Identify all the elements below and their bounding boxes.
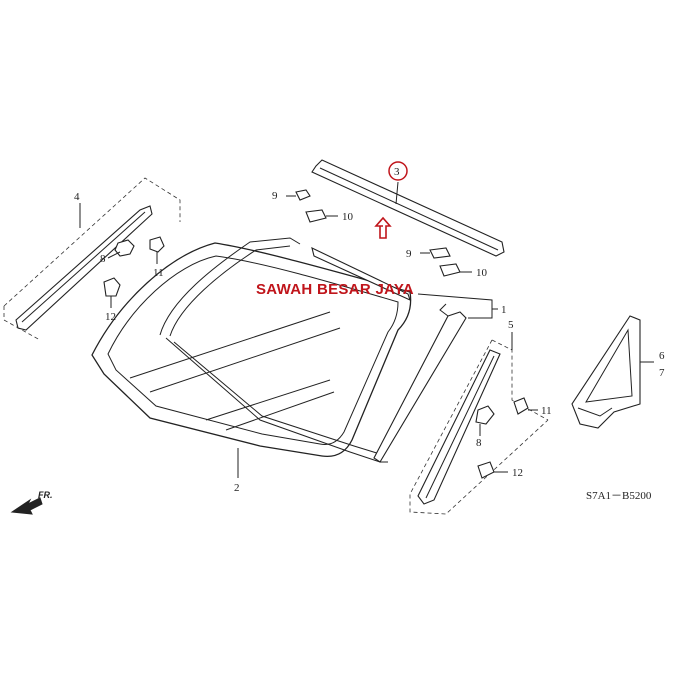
label-2: 2 bbox=[234, 482, 240, 494]
label-3: 3 bbox=[394, 166, 400, 178]
label-12-left: 12 bbox=[105, 311, 116, 323]
label-5: 5 bbox=[508, 319, 514, 331]
quarter-glass-pane bbox=[585, 328, 633, 403]
dam-rubber-group bbox=[159, 237, 498, 463]
label-10-lower: 10 bbox=[476, 267, 488, 279]
roof-molding-group bbox=[286, 159, 505, 277]
label-7: 7 bbox=[659, 367, 665, 379]
label-9-lower: 9 bbox=[406, 248, 412, 260]
left-pillar-group bbox=[3, 177, 181, 341]
right-pillar-molding bbox=[417, 349, 501, 505]
front-arrow-icon bbox=[10, 497, 43, 515]
right-dam-strip bbox=[373, 311, 467, 463]
left-clip-11 bbox=[149, 236, 165, 253]
left-clip-12 bbox=[103, 277, 121, 297]
right-clip-12 bbox=[477, 461, 495, 479]
dam-rubber-frame bbox=[159, 237, 388, 463]
clip-10-upper bbox=[305, 209, 327, 223]
label-8-left: 8 bbox=[100, 253, 106, 265]
label-9-upper: 9 bbox=[272, 190, 278, 202]
label-6: 6 bbox=[659, 350, 665, 362]
label-4: 4 bbox=[74, 191, 80, 203]
watermark-text: SAWAH BESAR JAYA bbox=[256, 281, 414, 298]
label-11-right: 11 bbox=[541, 405, 552, 417]
left-pillar-molding bbox=[15, 205, 153, 331]
right-clip-8 bbox=[475, 405, 495, 425]
upper-dam-strip bbox=[311, 246, 411, 302]
clip-10-lower bbox=[439, 263, 461, 277]
diagram-code: S7A1－B5200 bbox=[586, 490, 652, 502]
quarter-glass-frame bbox=[571, 315, 641, 429]
clip-9-lower bbox=[429, 247, 451, 259]
label-11-left: 11 bbox=[153, 267, 164, 279]
windshield-inner-edge bbox=[107, 255, 399, 445]
label-8-right: 8 bbox=[476, 437, 482, 449]
front-direction-label: FR. bbox=[38, 490, 53, 500]
label-12-right: 12 bbox=[512, 467, 523, 479]
highlight-circle bbox=[388, 161, 408, 181]
clip-9-upper bbox=[295, 189, 311, 201]
quarter-glass-group bbox=[571, 315, 654, 429]
label-1: 1 bbox=[501, 304, 507, 316]
up-arrow-icon bbox=[374, 216, 392, 239]
label-10-upper: 10 bbox=[342, 211, 354, 223]
right-clip-11 bbox=[513, 397, 529, 415]
right-pillar-group bbox=[409, 332, 549, 515]
front-direction-indicator bbox=[10, 497, 43, 515]
